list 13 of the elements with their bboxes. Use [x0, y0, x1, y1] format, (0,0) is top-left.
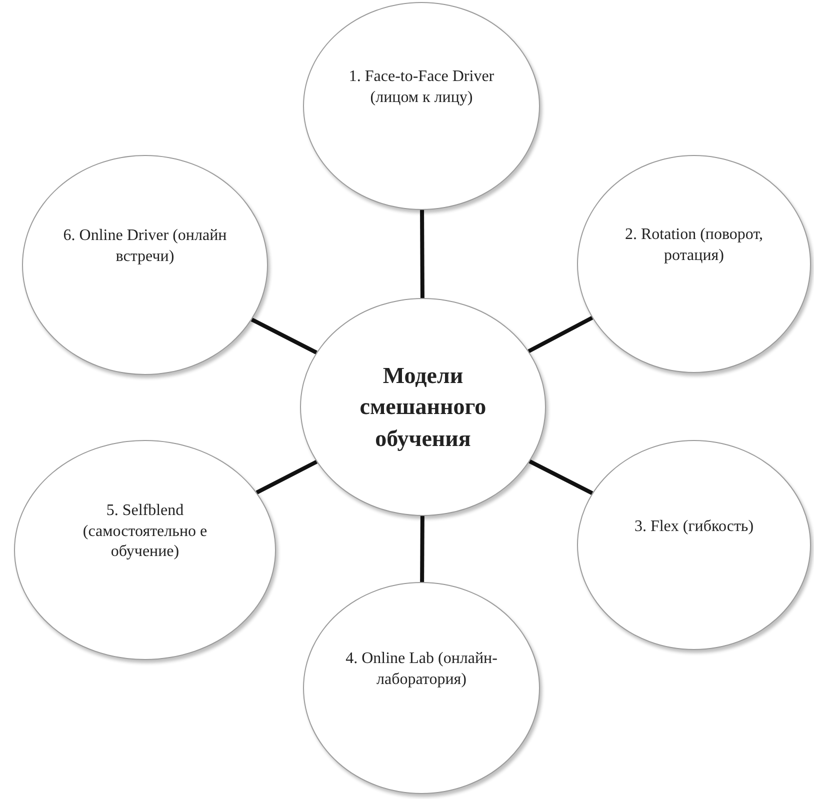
connector-line [528, 460, 594, 495]
node-label: 4. Online Lab (онлайн-лаборатория) [344, 649, 498, 690]
node-label: Модели смешанного обучения [358, 362, 488, 453]
connector-line [256, 460, 318, 494]
connector-line [420, 210, 424, 298]
node-label: 1. Face-to-Face Driver (лицом к лицу) [348, 67, 496, 108]
node-label: 5. Selfblend (самостоятельно е обучение) [82, 500, 208, 562]
connector-line [250, 318, 318, 354]
node-label: 2. Rotation (поворот, ротация) [624, 225, 764, 266]
connector-line [528, 316, 594, 353]
connector-line [420, 516, 424, 582]
node-label: 3. Flex (гибкость) [634, 516, 754, 537]
node-label: 6. Online Driver (онлайн встречи) [62, 226, 228, 267]
